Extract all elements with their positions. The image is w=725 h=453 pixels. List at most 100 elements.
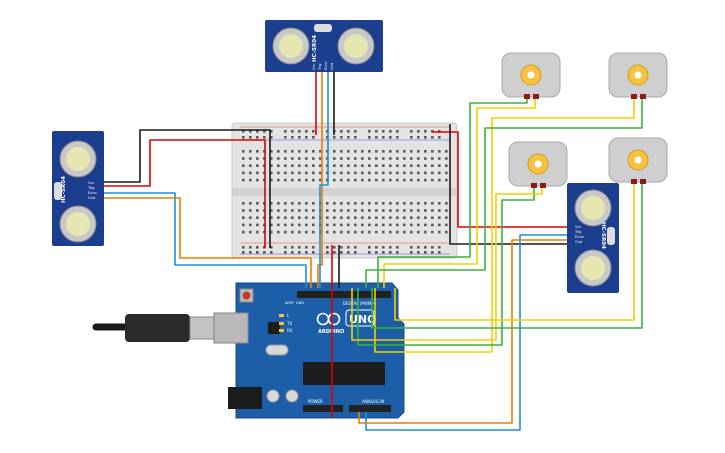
breadboard-hole	[403, 223, 406, 227]
breadboard-hole	[438, 164, 441, 167]
breadboard-hole	[270, 202, 273, 205]
reset-button[interactable]	[239, 288, 254, 303]
aref-label: AREF	[285, 301, 294, 305]
breadboard-hole	[312, 230, 315, 234]
breadboard-hole	[340, 230, 343, 234]
sensor-top-pin-label: Gnd	[330, 63, 334, 70]
breadboard-hole	[382, 164, 385, 167]
breadboard-rail-hole	[284, 246, 287, 249]
breadboard-hole	[256, 171, 259, 175]
breadboard-rail-hole	[249, 136, 252, 139]
breadboard-hole	[389, 171, 392, 175]
breadboard-rail-hole	[410, 136, 413, 139]
breadboard-hole	[417, 171, 420, 175]
breadboard-rail-hole	[284, 130, 287, 133]
l-label: L	[287, 313, 290, 318]
sensor-right-pin-label: Vcc	[575, 225, 581, 229]
breadboard-hole	[410, 171, 413, 175]
breadboard-hole	[403, 209, 406, 212]
sensor-left-pin-label: Trig	[87, 186, 94, 190]
breadboard-hole	[256, 230, 259, 234]
breadboard-rail-hole	[263, 136, 266, 139]
breadboard-rail-hole	[249, 251, 252, 254]
breadboard-rail-hole	[340, 136, 343, 139]
breadboard-hole	[242, 216, 245, 219]
breadboard-hole	[354, 202, 357, 205]
breadboard-hole	[375, 164, 378, 167]
breadboard-hole	[305, 150, 308, 153]
breadboard-hole	[270, 164, 273, 167]
breadboard-hole	[396, 202, 399, 205]
breadboard-hole	[312, 209, 315, 212]
wire-red	[432, 131, 567, 228]
breadboard-hole	[368, 150, 371, 153]
breadboard-hole	[403, 216, 406, 219]
breadboard-hole	[375, 216, 378, 219]
sensor-right-pin-label: Trig	[574, 230, 581, 234]
sensor-pin-labels: VccVccVccTrigTrigTrigEchoEchoEchoGndGndG…	[87, 61, 584, 244]
wire-orange	[358, 239, 567, 424]
breadboard-rail-hole	[305, 246, 308, 249]
breadboard-hole	[438, 230, 441, 234]
microcontroller-chip	[303, 362, 385, 385]
breadboard-hole	[445, 216, 448, 219]
breadboard-hole	[445, 157, 448, 160]
breadboard-rail-hole	[305, 130, 308, 133]
breadboard-hole	[291, 209, 294, 212]
wire-blue	[319, 72, 329, 288]
breadboard-hole	[361, 164, 364, 167]
breadboard-hole	[382, 216, 385, 219]
breadboard-hole	[417, 150, 420, 153]
breadboard-hole	[424, 209, 427, 212]
breadboard-hole	[298, 209, 301, 212]
sensor-right-pin-label: Echo	[575, 235, 584, 239]
breadboard-hole	[354, 171, 357, 175]
breadboard-hole	[361, 157, 364, 160]
breadboard-hole	[333, 171, 336, 175]
breadboard-hole	[270, 178, 273, 182]
breadboard-hole	[312, 157, 315, 160]
breadboard-hole	[368, 178, 371, 182]
breadboard-hole	[249, 216, 252, 219]
breadboard-hole	[242, 150, 245, 153]
breadboard-hole	[298, 164, 301, 167]
breadboard-hole	[333, 202, 336, 205]
wire-green	[377, 97, 528, 288]
breadboard-rail-hole	[249, 130, 252, 133]
breadboard-hole	[361, 202, 364, 205]
breadboard-hole	[291, 178, 294, 182]
ultrasonic-sensor-top: HC-SR04	[265, 20, 383, 72]
breadboard-hole	[354, 178, 357, 182]
breadboard-hole	[375, 178, 378, 182]
breadboard-rail-hole	[333, 251, 336, 254]
breadboard-hole	[347, 230, 350, 234]
breadboard-rail-hole	[333, 246, 336, 249]
wire-yellow	[383, 97, 536, 288]
breadboard-hole	[305, 209, 308, 212]
breadboard-hole	[326, 202, 329, 205]
breadboard-hole	[298, 150, 301, 153]
sensor-left-pin-label: Vcc	[88, 181, 94, 185]
sensor-right-model-label: HC-SR04	[600, 222, 606, 249]
breadboard-hole	[340, 157, 343, 160]
breadboard-hole	[270, 157, 273, 160]
breadboard-hole	[298, 171, 301, 175]
breadboard-hole	[333, 230, 336, 234]
breadboard-rail-hole	[291, 136, 294, 139]
breadboard-hole	[242, 202, 245, 205]
breadboard-hole	[242, 209, 245, 212]
breadboard-rail-hole	[242, 136, 245, 139]
breadboard-hole	[298, 230, 301, 234]
breadboard-rail-hole	[305, 251, 308, 254]
breadboard-hole	[326, 223, 329, 227]
breadboard-hole	[403, 150, 406, 153]
breadboard-hole	[305, 230, 308, 234]
breadboard-rail-hole	[354, 246, 357, 249]
breadboard-hole	[382, 223, 385, 227]
breadboard-rail-hole	[291, 251, 294, 254]
breadboard-hole	[326, 216, 329, 219]
breadboard-hole	[256, 209, 259, 212]
breadboard-hole	[284, 150, 287, 153]
breadboard-hole	[375, 157, 378, 160]
breadboard-rail-hole	[375, 130, 378, 133]
